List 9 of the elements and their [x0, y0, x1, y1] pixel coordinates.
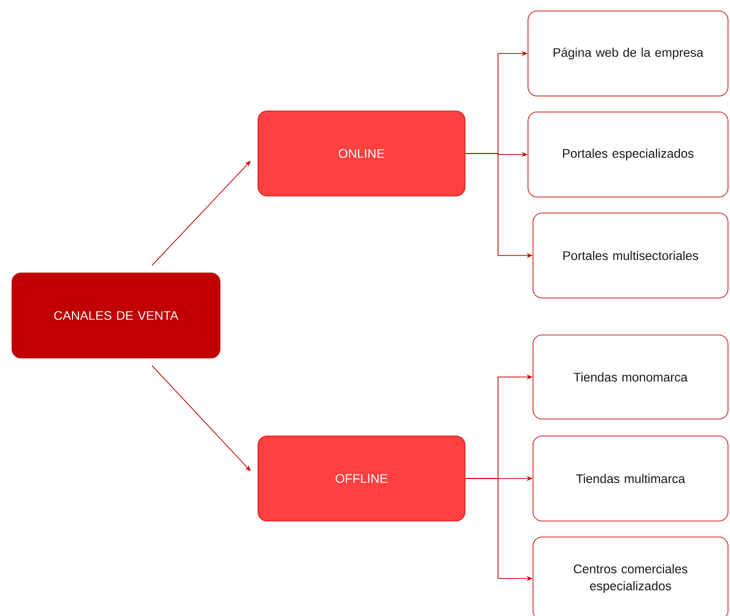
channel-box: Portales especializados — [528, 112, 728, 198]
channel-box: Centros comerciales especializados — [532, 536, 728, 616]
category-box: ONLINE — [258, 110, 466, 196]
channel-box: Tiendas multimarca — [532, 436, 728, 522]
channel-box: Portales multisectoriales — [532, 212, 728, 298]
channel-box: Página web de la empresa — [528, 10, 728, 96]
category-box: OFFLINE — [258, 436, 466, 522]
channel-box: Tiendas monomarca — [532, 334, 728, 420]
root-box: CANALES DE VENTA — [12, 272, 220, 358]
